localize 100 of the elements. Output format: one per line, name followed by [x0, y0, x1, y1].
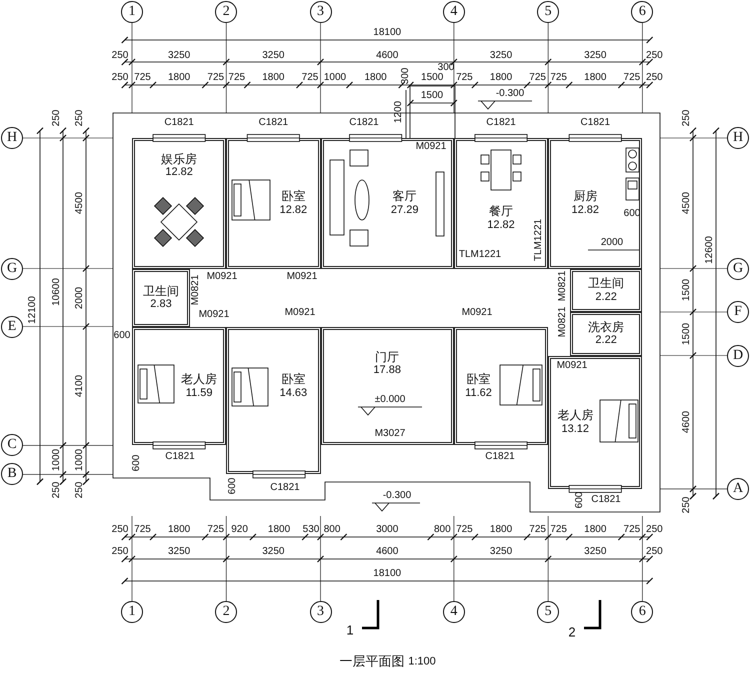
- axis-label: 5: [544, 4, 552, 20]
- axis-label: 2: [222, 4, 230, 20]
- room: [570, 268, 642, 312]
- door-code: M0921: [198, 310, 230, 320]
- dimension-text: 3250: [168, 547, 190, 557]
- dimension-text: 18100: [373, 28, 402, 38]
- axis-bubble: [121, 1, 143, 23]
- axis-bubble: [1, 463, 23, 486]
- dimension-text: 1500: [682, 279, 692, 302]
- axis-bubble: [537, 1, 560, 23]
- axis-label: A: [732, 480, 744, 497]
- dimension-text: 3250: [584, 51, 606, 61]
- window-code: C1821: [485, 452, 515, 462]
- axis-bubble: [442, 1, 465, 23]
- dimension-text: 1000: [75, 448, 85, 472]
- dimension-text: 4100: [75, 374, 85, 398]
- room-area: 12.82: [572, 204, 600, 218]
- dimension-text: 1800: [490, 525, 512, 535]
- dimension-text: 250: [112, 51, 128, 61]
- dimension-text: 250: [646, 73, 663, 83]
- room-area: 12.82: [487, 218, 515, 232]
- dimension-text: 920: [231, 525, 248, 535]
- room-area: 13.12: [562, 422, 590, 436]
- axis-label: C: [7, 437, 17, 454]
- dimension-text: 3250: [262, 547, 284, 557]
- dimension-text: 18100: [373, 569, 402, 579]
- dimension-text: 1800: [490, 73, 512, 83]
- room-name: 老人房: [181, 372, 218, 387]
- room-area: 2.83: [150, 298, 172, 312]
- dimension-text: 4600: [376, 547, 398, 557]
- dimension-text: 12600: [705, 236, 715, 264]
- window-code: C1821: [164, 118, 194, 128]
- dimension-text: 250: [52, 482, 62, 498]
- dimension-text: 600: [575, 492, 585, 508]
- dimension-text: 725: [529, 73, 546, 83]
- drawing-title: 一层平面图: [340, 656, 404, 668]
- dimension-text: 4500: [682, 192, 692, 214]
- elevation-text: -0.300: [496, 89, 524, 99]
- dimension-text: 725: [134, 73, 151, 83]
- axis-label: 6: [638, 4, 646, 20]
- window-code: C1821: [349, 118, 379, 128]
- axis-bubble: [215, 1, 238, 23]
- door-code: M0921: [416, 142, 446, 152]
- axis-label: G: [732, 260, 744, 276]
- door-code: M0921: [284, 308, 316, 318]
- room-area: 17.88: [373, 364, 401, 378]
- dimension-text: 725: [207, 73, 224, 83]
- section-number: 1: [346, 624, 354, 636]
- dimension-text: 1800: [364, 73, 387, 83]
- dimension-text: 250: [682, 110, 692, 126]
- dimension-text: 250: [112, 547, 128, 557]
- axis-label: 6: [638, 604, 646, 620]
- dimension-text: 725: [624, 525, 640, 535]
- dimension-text: 725: [456, 525, 473, 535]
- axis-bubble: [727, 301, 749, 323]
- axis-bubble: [631, 1, 654, 23]
- dimension-text: 250: [52, 110, 62, 126]
- room-area: 11.62: [465, 386, 492, 400]
- dimension-text: 4600: [376, 51, 398, 61]
- axis-label: G: [6, 260, 18, 276]
- dimension-text: 3000: [376, 525, 398, 535]
- axis-bubble: [537, 601, 560, 623]
- axis-label: 3: [317, 4, 324, 20]
- door-code: M0821: [558, 270, 568, 302]
- door-code: M3027: [374, 429, 406, 439]
- dimension-text: 1200: [394, 100, 404, 124]
- dimension-text: 725: [456, 73, 473, 83]
- dimension-text: 250: [75, 482, 85, 498]
- dimension-text: 725: [550, 73, 567, 83]
- axis-label: 3: [317, 604, 324, 620]
- axis-label: 4: [450, 4, 458, 20]
- dimension-text: 2000: [600, 238, 624, 248]
- room-name: 卫生间: [588, 276, 624, 291]
- room-area: 12.82: [280, 204, 308, 218]
- axis-bubble: [1, 127, 23, 149]
- room-name: 餐厅: [489, 204, 514, 219]
- dimension-text: 250: [112, 73, 128, 83]
- axis-bubble: [121, 601, 143, 623]
- room-name: 卧室: [281, 372, 306, 387]
- dimension-text: 3250: [490, 51, 512, 61]
- room-name: 娱乐房: [161, 152, 198, 166]
- dimension-text: 1500: [421, 73, 444, 83]
- door-code: TLM1221: [534, 218, 544, 262]
- room-area: 27.29: [390, 204, 418, 218]
- dimension-text: 300: [401, 68, 412, 84]
- axis-label: E: [8, 318, 16, 334]
- dimension-text: 725: [228, 73, 246, 83]
- dimension-text: 1800: [584, 525, 606, 535]
- axis-label: 1: [128, 604, 136, 620]
- dimension-text: 1800: [168, 525, 190, 535]
- dimension-text: 530: [302, 525, 320, 535]
- dimension-text: 250: [682, 496, 692, 514]
- axis-bubble: [727, 258, 749, 280]
- scale-text: 1:100: [408, 656, 436, 668]
- dimension-text: 800: [434, 525, 451, 535]
- axis-label: H: [6, 130, 18, 146]
- elevation-text: -0.300: [382, 491, 412, 501]
- axis-bubble: [1, 258, 23, 280]
- room-area: 11.59: [186, 386, 212, 400]
- axis-label: H: [732, 130, 744, 146]
